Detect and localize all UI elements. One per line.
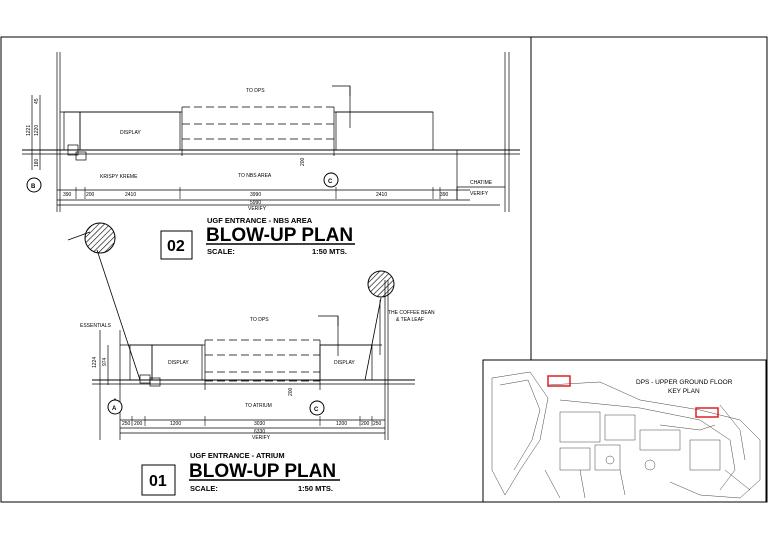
drawing-02-dim-4: 3990	[250, 192, 261, 198]
drawing-01-to-atrium-label: TO ATRIUM	[245, 403, 272, 409]
drawing-02-chatime-verify: VERIFY	[470, 191, 489, 197]
drawing-01-title: BLOW-UP PLAN	[189, 461, 336, 482]
drawing-02-mid-dim: 200	[300, 157, 306, 166]
section-marker-c-02: C	[323, 172, 339, 188]
key-plan-drawing	[491, 371, 761, 499]
drawing-02-krispy-kreme-label: KRISPY KREME	[100, 174, 138, 180]
drawing-02-display-label: DISPLAY	[120, 130, 141, 136]
drawing-02-dim-3: 2410	[125, 192, 136, 198]
drawing-02-overall-dim: 5990	[250, 200, 261, 206]
section-marker-a: A	[107, 398, 123, 415]
drawing-02-to-nbs-area-label: TO NBS AREA	[238, 173, 272, 179]
key-plan-title-line1: DPS - UPPER GROUND FLOOR	[636, 379, 733, 386]
drawing-01-scale-label: SCALE:	[190, 484, 218, 493]
key-plan-highlight-1	[547, 375, 571, 387]
section-marker-c-02-label: C	[328, 179, 333, 185]
drawing-02-left-dim-4: 180	[34, 158, 40, 167]
drawing-01-left-dim-2: 974	[102, 357, 108, 366]
section-marker-b-label: B	[31, 184, 36, 190]
drawing-01-to-dps-label: TO DPS	[250, 317, 269, 323]
drawing-02-scale-value: 1:50 MTS.	[312, 247, 347, 256]
drawing-02-chatime-label: CHATIME	[470, 180, 493, 186]
callout-bubble-01	[364, 270, 395, 381]
drawing-01-number-box	[141, 464, 176, 496]
drawing-02-subtitle: UGF ENTRANCE - NBS AREA	[207, 216, 313, 225]
section-marker-b: B	[26, 177, 42, 193]
section-marker-c-01-label: C	[314, 407, 319, 413]
drawing-02-plan	[22, 52, 520, 212]
drawing-01-number: 01	[149, 473, 167, 490]
drawing-02-dim-5: 2410	[376, 192, 387, 198]
drawing-02-dim-2: 200	[86, 192, 95, 198]
drawing-01-mid-dim: 200	[288, 387, 294, 396]
drawing-01-dim-6: 200	[361, 421, 370, 427]
drawing-02-to-dps-label: TO DPS	[246, 88, 265, 94]
drawing-02-scale-label: SCALE:	[207, 247, 235, 256]
drawing-01-dim-1: 250	[122, 421, 131, 427]
drawing-02-left-dim-3: 1220	[34, 125, 40, 136]
drawing-02-title: BLOW-UP PLAN	[206, 225, 353, 246]
drawing-01-display-right-label: DISPLAY	[334, 360, 355, 366]
section-marker-a-label: A	[112, 406, 117, 412]
drawing-01-coffee-bean-line2: & TEA LEAF	[396, 317, 424, 323]
drawing-02-number: 02	[167, 238, 185, 255]
drawing-02-left-dim-2: 1221	[26, 125, 32, 136]
drawing-01-dim-7: 250	[373, 421, 382, 427]
callout-bubble-02	[67, 222, 141, 381]
drawing-01-scale-value: 1:50 MTS.	[298, 484, 333, 493]
drawing-01-dim-5: 1200	[336, 421, 347, 427]
key-plan-highlight-2	[695, 407, 719, 418]
drawing-01-display-left-label: DISPLAY	[168, 360, 189, 366]
drawing-01-left-dim-1: 1224	[92, 357, 98, 368]
sheet-border	[0, 36, 768, 503]
drawing-01-coffee-bean-line1: THE COFFEE BEAN	[388, 310, 435, 316]
drawing-01-overall-dim: 6330	[254, 429, 265, 435]
key-plan-title-line2: KEY PLAN	[668, 388, 700, 395]
drawing-02-left-dim-1: 45	[34, 98, 40, 104]
drawing-02-dim-ticks	[75, 187, 458, 199]
drawing-02-dim-1: 390	[63, 192, 72, 198]
drawing-01-overall-verify: VERIFY	[252, 435, 271, 441]
drawing-01-plan	[92, 280, 415, 440]
key-plan-frame	[482, 359, 767, 503]
drawing-02-number-box	[160, 230, 193, 260]
drawing-02-overall-verify: VERIFY	[248, 206, 267, 212]
drawing-01-essentials-label: ESSENTIALS	[80, 323, 112, 329]
drawing-01-dim-2: 200	[134, 421, 143, 427]
drawing-01-subtitle: UGF ENTRANCE - ATRIUM	[190, 451, 285, 460]
drawing-01-dim-4: 3030	[254, 421, 265, 427]
drawing-02-dim-6: 390	[440, 192, 449, 198]
drawing-01-dim-ticks	[131, 416, 373, 426]
section-marker-c-01: C	[309, 400, 325, 416]
drawing-01-dim-3: 1200	[170, 421, 181, 427]
